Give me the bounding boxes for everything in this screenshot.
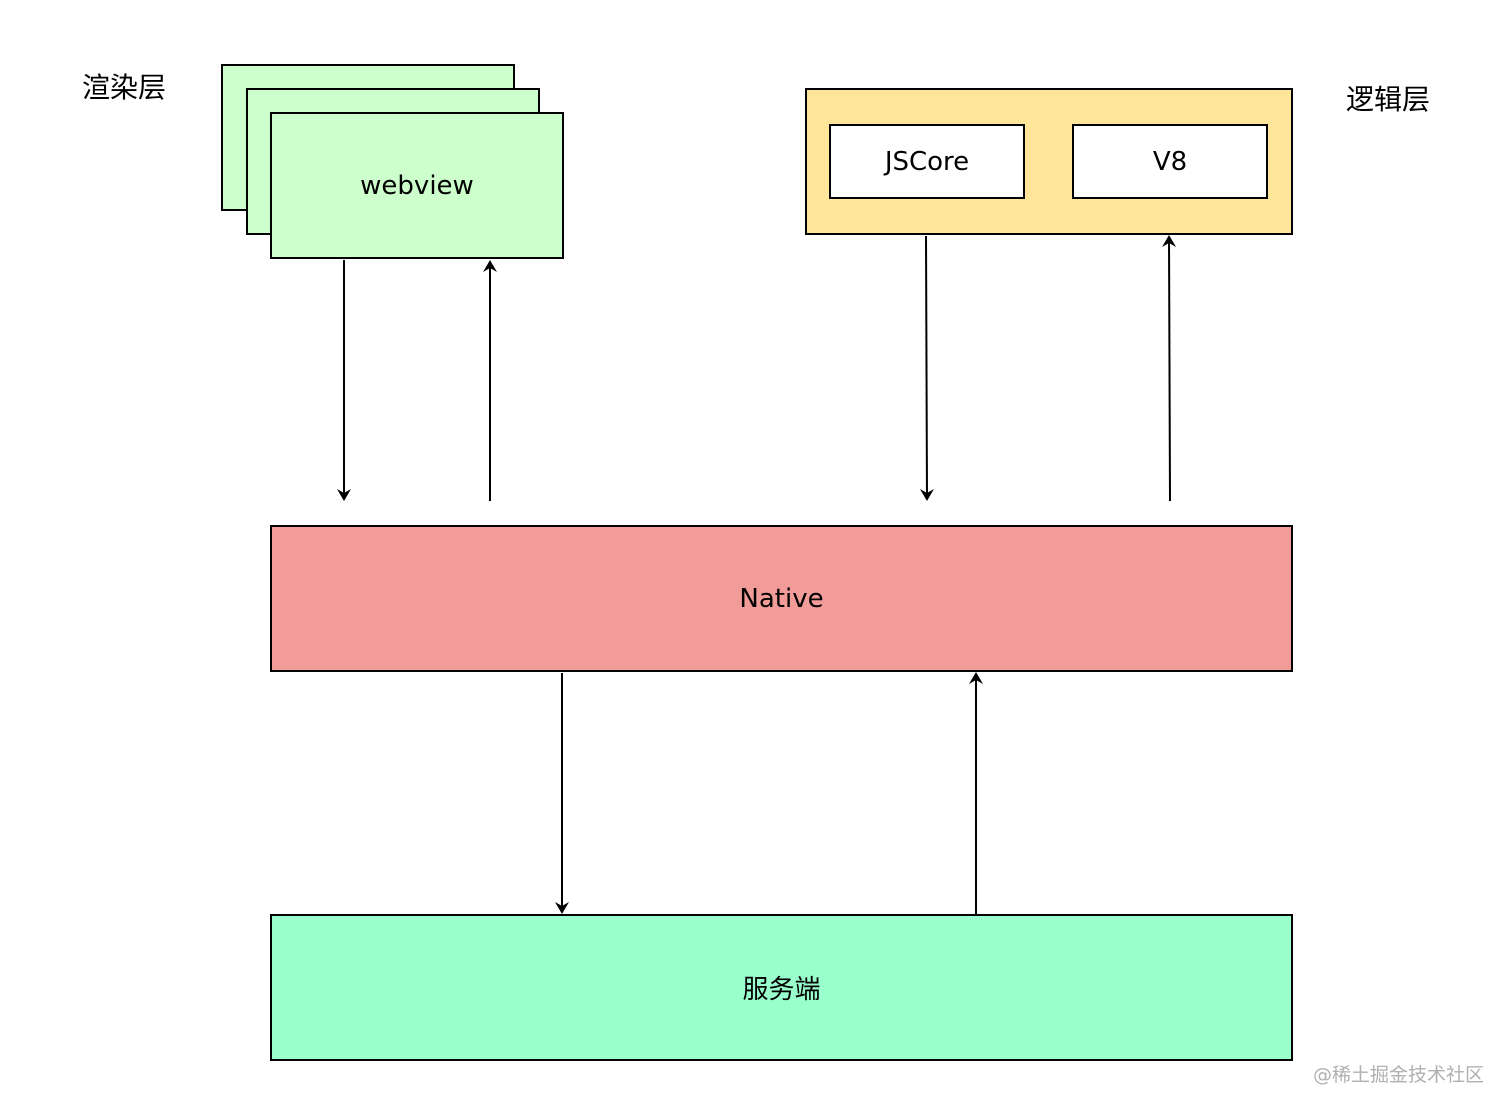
native-label: Native xyxy=(739,583,824,614)
server-label: 服务端 xyxy=(742,975,821,1005)
arrow-native-to-v8 xyxy=(1162,235,1177,502)
v8-box: V8 xyxy=(1072,124,1268,199)
watermark: @稀土掘金技术社区 xyxy=(1312,1064,1484,1086)
native-box: Native xyxy=(270,525,1293,672)
webview-box: webview xyxy=(270,112,564,259)
render-layer-label: 渲染层 xyxy=(82,71,167,104)
server-box: 服务端 xyxy=(270,914,1293,1061)
logic-layer-label: 逻辑层 xyxy=(1346,83,1431,116)
arrow-jscore-to-native xyxy=(919,235,934,501)
v8-label: V8 xyxy=(1152,146,1188,177)
jscore-label: JSCore xyxy=(884,146,970,177)
webview-label: webview xyxy=(360,170,474,201)
jscore-box: JSCore xyxy=(829,124,1025,199)
